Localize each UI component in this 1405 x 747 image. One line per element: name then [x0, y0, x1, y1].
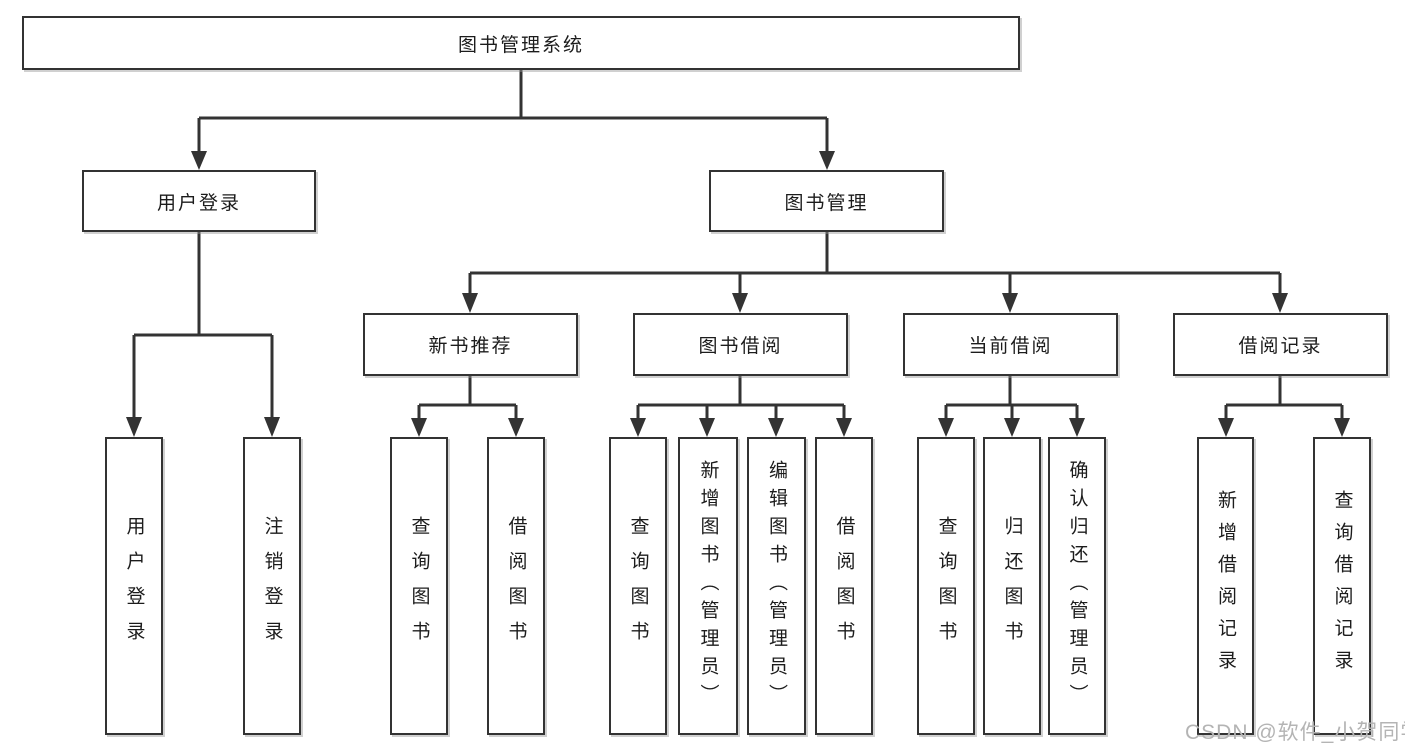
- node-borrow-records: 借阅记录: [1173, 313, 1388, 376]
- leaf-records-add-record: 新增借阅记录: [1197, 437, 1254, 735]
- leaf-current-query-books: 查询图书: [917, 437, 975, 735]
- leaf-newbook-query-books: 查询图书: [390, 437, 448, 735]
- leaf-borrowing-add-books-admin: 新增图书（管理员）: [678, 437, 738, 735]
- leaf-newbook-borrow-books: 借阅图书: [487, 437, 545, 735]
- node-library-system: 图书管理系统: [22, 16, 1020, 70]
- node-book-management: 图书管理: [709, 170, 944, 232]
- leaf-current-confirm-return-admin: 确认归还（管理员）: [1048, 437, 1106, 735]
- node-user-login: 用户登录: [82, 170, 316, 232]
- node-book-borrowing: 图书借阅: [633, 313, 848, 376]
- leaf-borrowing-borrow-books: 借阅图书: [815, 437, 873, 735]
- leaf-borrowing-query-books: 查询图书: [609, 437, 667, 735]
- node-new-book-recommend: 新书推荐: [363, 313, 578, 376]
- node-current-borrowing: 当前借阅: [903, 313, 1118, 376]
- leaf-logout: 注销登录: [243, 437, 301, 735]
- leaf-current-return-books: 归还图书: [983, 437, 1041, 735]
- leaf-records-query-record: 查询借阅记录: [1313, 437, 1371, 735]
- watermark: CSDN @软件_小贺同学: [1185, 721, 1405, 744]
- leaf-user-login: 用户登录: [105, 437, 163, 735]
- leaf-borrowing-edit-books-admin: 编辑图书（管理员）: [747, 437, 806, 735]
